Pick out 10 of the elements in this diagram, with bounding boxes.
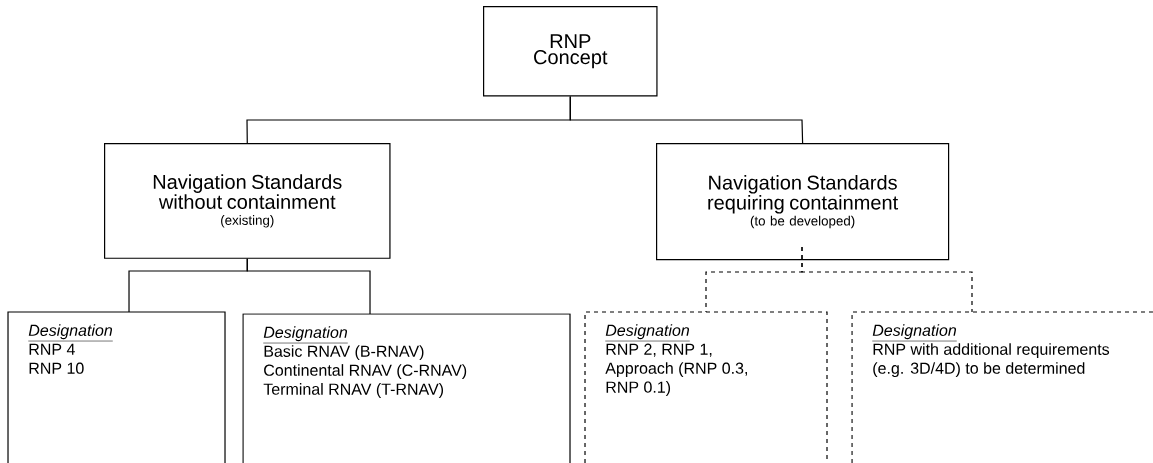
connector-line	[246, 258, 371, 315]
designation-box: Designation RNP 4 RNP 10	[7, 311, 226, 463]
process-box: Navigation Standards requiring containment (to be developed)	[656, 143, 950, 261]
process-box: Navigation Standards without containment (existing)	[104, 143, 391, 259]
designation-box: Designation Basic RNAV (B-RNAV) Continental RNAV (C-RNAV) Terminal RNAV (T-RNAV)	[242, 313, 571, 463]
connector-line	[801, 246, 973, 313]
process-box: RNP Concept	[483, 6, 658, 97]
connector-line	[569, 95, 804, 144]
designation-box: Designation RNP with additional requirements (e.g. 3D/4D) to be determined	[851, 311, 1153, 463]
designation-box: Designation RNP 2, RNP 1, Approach (RNP 0.3, RNP 0.1)	[584, 311, 828, 463]
